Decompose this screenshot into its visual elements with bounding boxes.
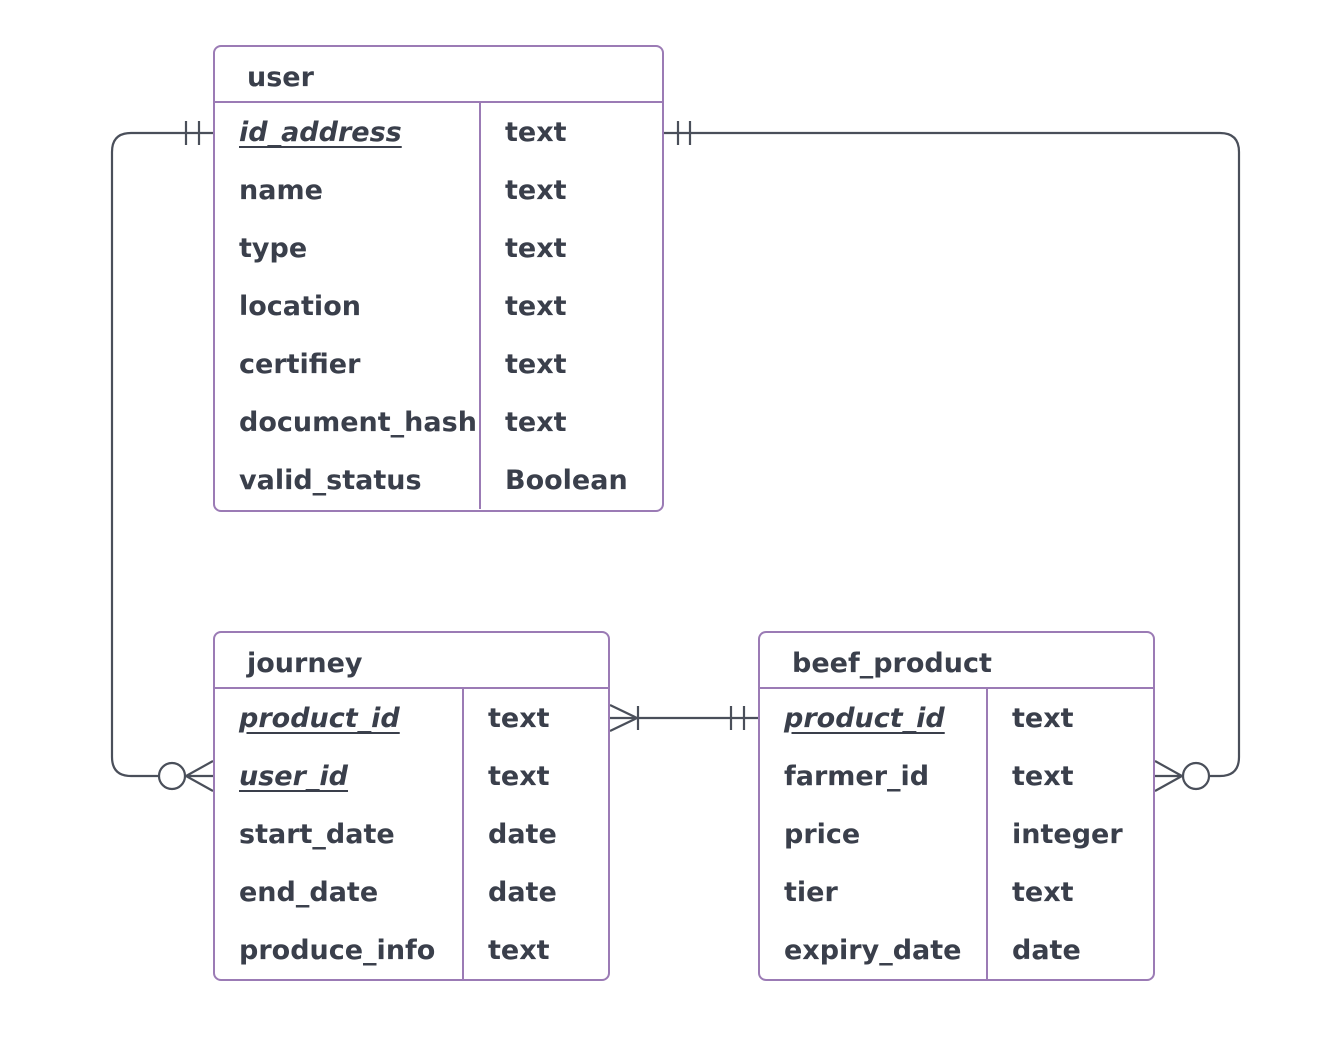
field-name: certifier bbox=[239, 348, 361, 380]
field-type: text bbox=[488, 760, 550, 792]
field-type: text bbox=[505, 348, 567, 380]
field-name: product_id bbox=[784, 702, 945, 734]
field-name: location bbox=[239, 290, 361, 322]
field-row[interactable]: produce_info text bbox=[215, 921, 608, 979]
field-row[interactable]: tier text bbox=[760, 863, 1153, 921]
field-name: end_date bbox=[239, 876, 379, 908]
field-type: text bbox=[1012, 876, 1074, 908]
entity-journey-title: journey bbox=[215, 633, 608, 689]
field-name: id_address bbox=[239, 116, 402, 148]
field-row[interactable]: valid_status Boolean bbox=[215, 451, 662, 509]
field-type: text bbox=[505, 174, 567, 206]
field-row[interactable]: product_id text bbox=[760, 689, 1153, 747]
field-type: text bbox=[488, 702, 550, 734]
entity-user[interactable]: user id_address text name text type text… bbox=[213, 45, 664, 512]
rel-user-journey-zero-mark bbox=[157, 761, 187, 791]
field-type: text bbox=[1012, 760, 1074, 792]
field-type: text bbox=[488, 934, 550, 966]
field-row[interactable]: document_hash text bbox=[215, 393, 662, 451]
rel-user-beef-zero-mark bbox=[1181, 761, 1211, 791]
field-type: text bbox=[505, 232, 567, 264]
entity-user-title: user bbox=[215, 47, 662, 103]
field-name: document_hash bbox=[239, 406, 477, 438]
field-type: text bbox=[1012, 702, 1074, 734]
field-type: text bbox=[505, 116, 567, 148]
rel-user-journey-line bbox=[110, 131, 213, 778]
entity-journey-column-divider bbox=[462, 689, 464, 979]
field-row[interactable]: farmer_id text bbox=[760, 747, 1153, 805]
field-row[interactable]: start_date date bbox=[215, 805, 608, 863]
field-name: valid_status bbox=[239, 464, 422, 496]
entity-journey[interactable]: journey product_id text user_id text sta… bbox=[213, 631, 610, 981]
entity-beef-product-title: beef_product bbox=[760, 633, 1153, 689]
field-name: farmer_id bbox=[784, 760, 930, 792]
field-row[interactable]: product_id text bbox=[215, 689, 608, 747]
field-row[interactable]: user_id text bbox=[215, 747, 608, 805]
field-name: price bbox=[784, 818, 861, 850]
field-name: tier bbox=[784, 876, 838, 908]
entity-journey-fields: product_id text user_id text start_date … bbox=[215, 689, 608, 979]
entity-beef-product[interactable]: beef_product product_id text farmer_id t… bbox=[758, 631, 1155, 981]
field-row[interactable]: expiry_date date bbox=[760, 921, 1153, 979]
entity-beef-product-fields: product_id text farmer_id text price int… bbox=[760, 689, 1153, 979]
field-row[interactable]: type text bbox=[215, 219, 662, 277]
rel-user-journey-crowfoot bbox=[183, 760, 214, 792]
entity-user-column-divider bbox=[479, 103, 481, 509]
entity-beef-product-column-divider bbox=[986, 689, 988, 979]
field-type: text bbox=[505, 406, 567, 438]
field-type: integer bbox=[1012, 818, 1123, 850]
field-row[interactable]: name text bbox=[215, 161, 662, 219]
field-type: text bbox=[505, 290, 567, 322]
field-type: date bbox=[1012, 934, 1081, 966]
field-name: expiry_date bbox=[784, 934, 962, 966]
field-name: start_date bbox=[239, 818, 395, 850]
field-name: produce_info bbox=[239, 934, 436, 966]
field-row[interactable]: price integer bbox=[760, 805, 1153, 863]
field-row[interactable]: id_address text bbox=[215, 103, 662, 161]
field-type: date bbox=[488, 818, 557, 850]
field-row[interactable]: certifier text bbox=[215, 335, 662, 393]
field-row[interactable]: end_date date bbox=[215, 863, 608, 921]
field-name: user_id bbox=[239, 760, 349, 792]
field-name: product_id bbox=[239, 702, 400, 734]
rel-user-beef-line bbox=[664, 131, 1241, 778]
field-type: Boolean bbox=[505, 464, 628, 496]
rel-user-beef-crowfoot bbox=[1154, 760, 1185, 792]
field-name: type bbox=[239, 232, 308, 264]
field-type: date bbox=[488, 876, 557, 908]
field-name: name bbox=[239, 174, 323, 206]
field-row[interactable]: location text bbox=[215, 277, 662, 335]
entity-user-fields: id_address text name text type text loca… bbox=[215, 103, 662, 509]
